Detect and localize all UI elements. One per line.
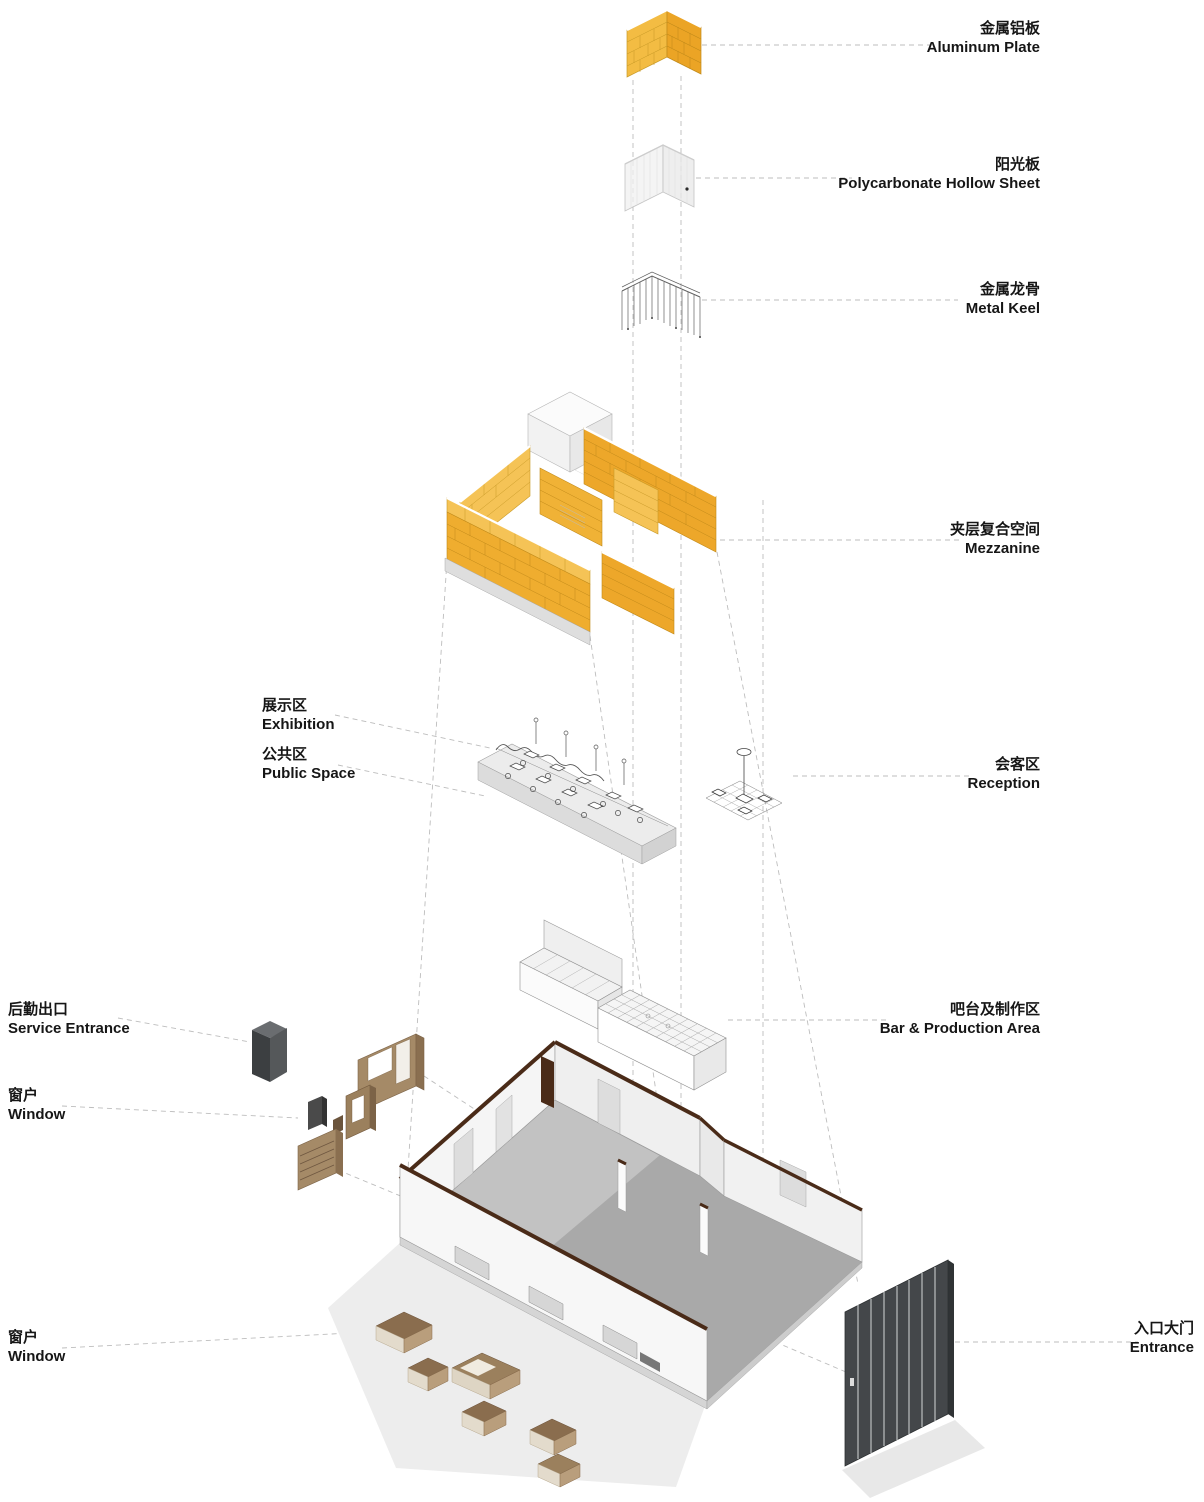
mezzanine-drawing — [444, 391, 717, 646]
label-exhibition-en: Exhibition — [262, 715, 335, 733]
label-window-upper-en: Window — [8, 1105, 66, 1123]
ground-shadows — [328, 1241, 985, 1498]
label-public-space-zh: 公共区 — [262, 746, 308, 763]
label-entrance: 入口大门 Entrance — [1130, 1320, 1194, 1358]
label-reception: 会客区 Reception — [967, 756, 1040, 794]
public-space-drawing — [477, 717, 677, 865]
label-service-entrance-en: Service Entrance — [8, 1019, 130, 1037]
label-reception-en: Reception — [967, 774, 1040, 792]
label-entrance-zh: 入口大门 — [1133, 1320, 1194, 1337]
label-bar-production-zh: 吧台及制作区 — [949, 1001, 1040, 1018]
label-metal-keel-zh: 金属龙骨 — [979, 281, 1040, 298]
label-reception-zh: 会客区 — [994, 756, 1040, 773]
window-boxes-upper — [297, 1033, 425, 1191]
label-metal-keel-en: Metal Keel — [965, 299, 1040, 317]
reception-drawing — [705, 748, 783, 821]
label-public-space-en: Public Space — [262, 764, 356, 782]
label-public-space: 公共区 Public Space — [262, 746, 355, 784]
label-window-upper: 窗户 Window — [8, 1087, 65, 1125]
label-exhibition-zh: 展示区 — [262, 697, 308, 714]
label-aluminum-plate: 金属铝板 Aluminum Plate — [927, 20, 1040, 58]
label-window-lower: 窗户 Window — [8, 1329, 65, 1367]
label-entrance-en: Entrance — [1129, 1338, 1194, 1356]
label-window-lower-en: Window — [8, 1347, 66, 1365]
entrance-door-drawing — [844, 1259, 954, 1467]
window-boxes-lower — [375, 1311, 581, 1488]
label-window-upper-zh: 窗户 — [8, 1087, 39, 1104]
service-entrance-box — [252, 1021, 287, 1082]
label-metal-keel: 金属龙骨 Metal Keel — [966, 281, 1040, 319]
bar-production-drawing — [519, 919, 727, 1091]
label-polycarbonate-zh: 阳光板 — [994, 156, 1040, 173]
label-service-entrance: 后勤出口 Service Entrance — [8, 1001, 130, 1039]
building-shell-drawing — [398, 1040, 863, 1410]
label-mezzanine-en: Mezzanine — [964, 539, 1040, 557]
aluminum-plate-drawing — [626, 8, 702, 78]
label-polycarbonate-en: Polycarbonate Hollow Sheet — [838, 174, 1040, 192]
label-mezzanine: 夹层复合空间 Mezzanine — [950, 521, 1040, 559]
label-aluminum-plate-zh: 金属铝板 — [979, 20, 1040, 37]
label-aluminum-plate-en: Aluminum Plate — [926, 38, 1040, 56]
metal-keel-drawing — [621, 271, 701, 338]
label-polycarbonate: 阳光板 Polycarbonate Hollow Sheet — [838, 156, 1040, 194]
polycarbonate-drawing — [624, 144, 695, 212]
label-exhibition: 展示区 Exhibition — [262, 697, 335, 735]
label-window-lower-zh: 窗户 — [8, 1329, 39, 1346]
label-bar-production-en: Bar & Production Area — [879, 1019, 1040, 1037]
label-mezzanine-zh: 夹层复合空间 — [949, 521, 1040, 538]
label-bar-production: 吧台及制作区 Bar & Production Area — [880, 1001, 1040, 1039]
label-service-entrance-zh: 后勤出口 — [8, 1001, 69, 1018]
